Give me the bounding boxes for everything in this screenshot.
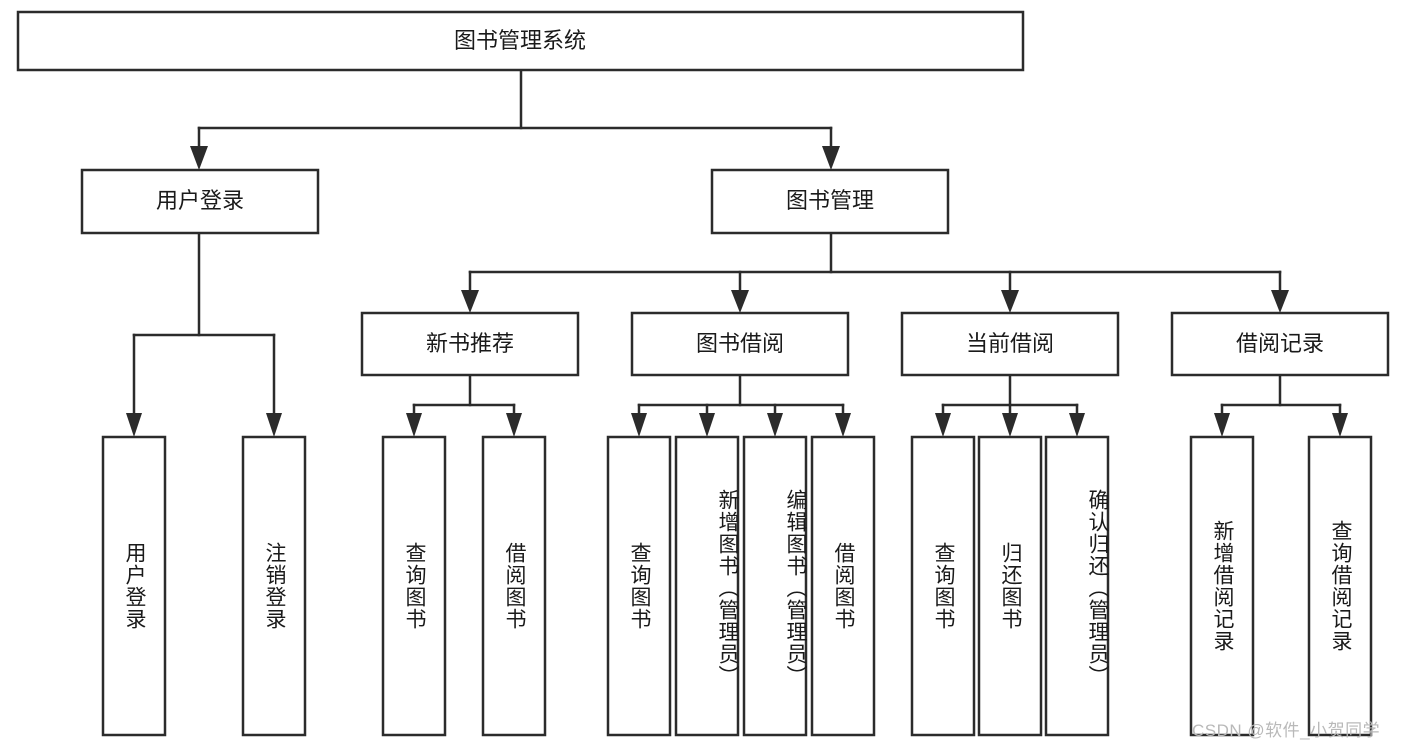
node-user-login[interactable]	[80, 168, 320, 235]
arrow-head-bookborrow-leaf3	[767, 413, 783, 437]
arrow-head-borrowrecord-leaf2	[1332, 413, 1348, 437]
node-current-borrow-label: 当前借阅	[966, 331, 1054, 356]
node-leaf-user-logout[interactable]	[241, 435, 307, 737]
node-book-management[interactable]	[710, 168, 950, 235]
arrow-head-newbook	[461, 290, 479, 313]
arrow-head-borrowrecord-leaf1	[1214, 413, 1230, 437]
node-leaf-edit-book-admin[interactable]	[742, 435, 808, 737]
node-leaf-user-login[interactable]	[101, 435, 167, 737]
arrow-head-currentborrow	[1001, 290, 1019, 313]
node-borrow-record[interactable]	[1170, 311, 1390, 377]
arrow-head-currentborrow-leaf1	[935, 413, 951, 437]
arrow-head-currentborrow-leaf2	[1002, 413, 1018, 437]
arrow-head-userlogin-leaf1	[126, 413, 142, 437]
arrow-head-userlogin-leaf2	[266, 413, 282, 437]
arrow-head-bookborrow-leaf2	[699, 413, 715, 437]
node-new-book-recommend-label: 新书推荐	[426, 331, 514, 356]
connector-group-borrowrecord	[1214, 373, 1348, 437]
arrow-head-bookborrow-leaf4	[835, 413, 851, 437]
node-current-borrow[interactable]	[900, 311, 1120, 377]
node-leaf-query-borrow-record[interactable]	[1307, 435, 1373, 737]
node-user-login-label: 用户登录	[156, 188, 244, 213]
node-leaf-query-book-nb[interactable]	[381, 435, 447, 737]
arrow-head-bookborrow-leaf1	[631, 413, 647, 437]
connector-group-root	[190, 68, 840, 170]
node-leaf-add-borrow-record[interactable]	[1189, 435, 1255, 737]
node-new-book-recommend[interactable]	[360, 311, 580, 377]
connector-group-currentborrow	[935, 373, 1085, 437]
arrow-head-newbook-leaf1	[406, 413, 422, 437]
node-leaf-borrow-book-nb[interactable]	[481, 435, 547, 737]
arrow-head-currentborrow-leaf3	[1069, 413, 1085, 437]
arrow-head-bookmgmt	[822, 146, 840, 170]
node-leaf-confirm-return-admin[interactable]	[1044, 435, 1110, 737]
arrow-head-newbook-leaf2	[506, 413, 522, 437]
node-book-borrow-label: 图书借阅	[696, 331, 784, 356]
node-leaf-query-book-bb[interactable]	[606, 435, 672, 737]
node-leaf-query-book-cb[interactable]	[910, 435, 976, 737]
connector-group-newbook	[406, 373, 522, 437]
arrow-head-userlogin	[190, 146, 208, 170]
connector-group-bookborrow	[631, 373, 851, 437]
node-borrow-record-label: 借阅记录	[1236, 331, 1324, 356]
node-leaf-return-book[interactable]	[977, 435, 1043, 737]
node-root[interactable]	[16, 10, 1025, 72]
node-leaf-borrow-book-bb[interactable]	[810, 435, 876, 737]
connector-group-userlogin	[126, 231, 282, 437]
connector-group-bookmgmt	[461, 231, 1289, 313]
arrow-head-borrowrecord	[1271, 290, 1289, 313]
node-book-management-label: 图书管理	[786, 188, 874, 213]
node-book-borrow[interactable]	[630, 311, 850, 377]
arrow-head-bookborrow	[731, 290, 749, 313]
watermark-text: CSDN @软件_小贺同学	[1192, 721, 1381, 740]
node-leaf-add-book-admin[interactable]	[674, 435, 740, 737]
node-root-label: 图书管理系统	[454, 28, 586, 53]
